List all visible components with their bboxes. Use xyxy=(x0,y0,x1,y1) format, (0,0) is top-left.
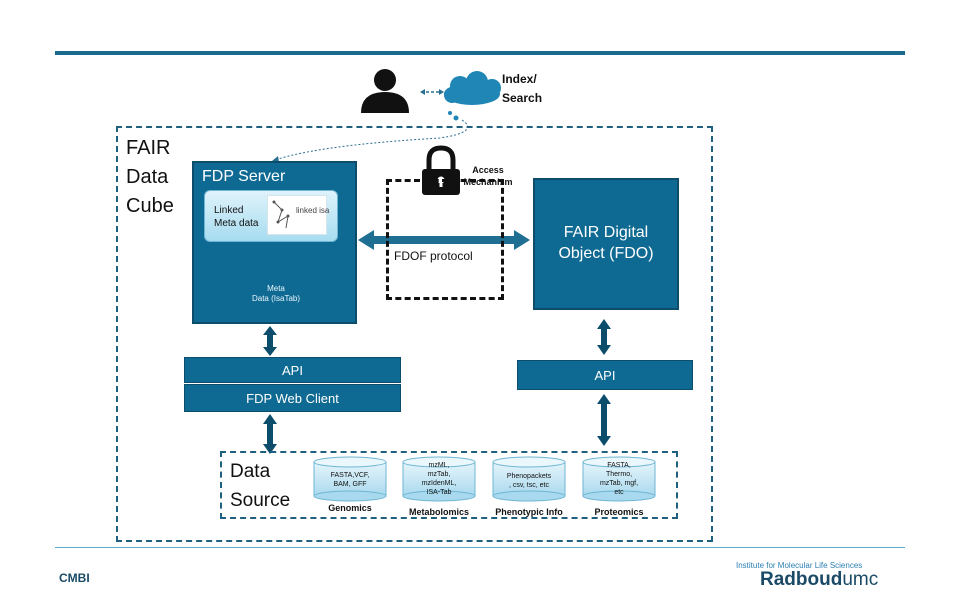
genomics-cylinder xyxy=(313,456,387,502)
ds-title-line2: Source xyxy=(230,490,291,511)
cmbi-label: CMBI xyxy=(59,571,90,585)
lock-icon xyxy=(422,145,460,195)
linked-isa-logo xyxy=(267,195,327,235)
brand-bold: Radboud xyxy=(760,569,843,590)
fdp-web-client-box: FDP Web Client xyxy=(184,384,401,412)
fdof-double-arrow xyxy=(358,230,530,250)
proteomics-format-line1: FASTA, xyxy=(607,462,631,469)
linked-isa-logo-icon xyxy=(272,200,290,229)
fdp-server-title: FDP Server xyxy=(202,168,286,185)
metabolomics-label: Metabolomics xyxy=(408,507,469,517)
proteomics-label: Proteomics xyxy=(594,507,644,517)
index-label-line2: Search xyxy=(502,91,543,105)
linked-metadata-label: Linked Meta data xyxy=(214,204,258,230)
cube-title-line1: FAIR xyxy=(126,137,171,159)
fdo-label: FAIR Digital Object (FDO) xyxy=(533,222,679,264)
cloud-dot-icon xyxy=(448,111,452,115)
server-api-arrow xyxy=(263,326,277,356)
phenotypic-formats: Phenopackets , csv, tsc, etc xyxy=(493,472,565,490)
fdo-box xyxy=(533,178,679,310)
cube-title-line3: Cube xyxy=(126,195,174,217)
metabolomics-format-line4: ISA-Tab xyxy=(426,489,452,496)
fdo-line2: Object (FDO) xyxy=(558,245,654,262)
metabolomics-format-line1: mzML, xyxy=(428,462,450,469)
phenotypic-cylinder xyxy=(492,456,566,502)
meta-line1: Meta xyxy=(267,284,285,293)
cube-title: FAIR Data Cube xyxy=(126,134,196,221)
data-source-box xyxy=(220,451,678,519)
fdo-line1: FAIR Digital xyxy=(563,224,649,241)
genomics-format-line2: BAM, GFF xyxy=(333,481,367,488)
access-mechanism-label: Access Mechanism xyxy=(462,164,514,188)
proteomics-cylinder xyxy=(582,456,656,502)
metadata-cylinder-label: Meta Data (IsaTab) xyxy=(240,284,312,304)
phenotypic-label: Phenotypic Info xyxy=(495,507,563,517)
linked-isa-logo-text: linked isa xyxy=(296,206,330,215)
proteomics-format-line3: mzTab, mgf, xyxy=(599,480,639,487)
fdo-api-arrow xyxy=(597,319,611,355)
cloud-dot-icon xyxy=(453,115,459,121)
access-line1: Access xyxy=(472,165,504,175)
brand-light: umc xyxy=(842,569,879,590)
user-icon xyxy=(361,69,409,113)
linked-line2: Meta data xyxy=(214,218,259,229)
api-datasource-arrow xyxy=(597,394,611,446)
header-rule xyxy=(55,51,905,55)
ds-title-line1: Data xyxy=(230,461,271,482)
proteomics-format-line2: Thermo, xyxy=(605,471,633,478)
arrowhead-icon xyxy=(272,156,279,162)
proteomics-format-line4: etc xyxy=(614,489,624,496)
data-source-title: Data Source xyxy=(230,457,290,515)
proteomics-formats: FASTA, Thermo, mzTab, mgf, etc xyxy=(583,461,655,497)
phenotypic-format-line2: , csv, tsc, etc xyxy=(509,482,549,489)
user-search-arrow xyxy=(420,89,444,95)
metabolomics-formats: mzML, mzTab, mzIdenML, ISA-Tab xyxy=(403,461,475,497)
fdof-protocol-label: FDOF protocol xyxy=(394,249,473,263)
access-line2: Mechanism xyxy=(463,177,513,187)
webclient-datasource-arrow xyxy=(263,414,277,454)
radboudumc-logo: Radboudumc xyxy=(760,569,878,591)
linked-line1: Linked xyxy=(214,205,244,216)
metabolomics-cylinder xyxy=(402,456,476,502)
metabolomics-format-line2: mzTab, xyxy=(427,471,451,478)
genomics-label: Genomics xyxy=(328,503,372,513)
api-box-left: API xyxy=(184,357,401,383)
index-search-label: Index/ Search xyxy=(502,70,542,108)
meta-line2: Data (IsaTab) xyxy=(251,294,301,303)
institute-label: Institute for Molecular Life Sciences xyxy=(736,561,863,570)
fdp-server-box xyxy=(192,161,357,324)
index-label-line1: Index/ xyxy=(502,72,537,86)
fair-data-cube xyxy=(116,126,713,542)
footer-rule xyxy=(55,547,905,548)
cloud-icon xyxy=(444,71,501,105)
cube-title-line2: Data xyxy=(126,166,169,188)
genomics-format-line1: FASTA,VCF, xyxy=(330,472,370,479)
phenotypic-format-line1: Phenopackets xyxy=(506,473,552,480)
genomics-formats: FASTA,VCF, BAM, GFF xyxy=(314,471,386,489)
metabolomics-format-line3: mzIdenML, xyxy=(421,480,457,487)
api-box-right: API xyxy=(517,360,693,390)
access-mechanism-box xyxy=(386,179,504,300)
